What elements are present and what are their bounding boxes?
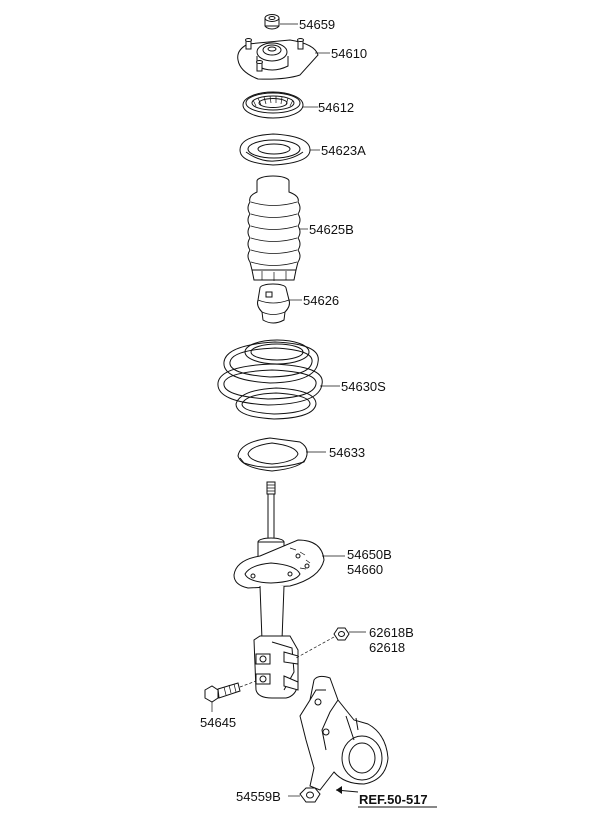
- part-54610-strut-mount: [237, 38, 330, 80]
- label-54650B: 54650B: [347, 547, 392, 562]
- label-54612: 54612: [318, 100, 354, 115]
- label-54610: 54610: [331, 46, 367, 61]
- label-54659: 54659: [299, 17, 335, 32]
- part-62618B-nut: [295, 627, 366, 659]
- steering-knuckle-ref: [299, 675, 389, 791]
- part-54650B-strut: [233, 481, 345, 699]
- part-54630S-coil-spring: [217, 339, 340, 420]
- part-54559B-nut: [288, 787, 321, 803]
- part-54659-nut: [264, 14, 298, 30]
- reference-arrow: [335, 786, 437, 808]
- part-54625B-dust-boot: [247, 175, 308, 281]
- label-54660: 54660: [347, 562, 383, 577]
- part-54633-spring-pad: [237, 437, 326, 472]
- part-54623A-spring-seat: [239, 133, 320, 166]
- label-54625B: 54625B: [309, 222, 354, 237]
- label-54559B: 54559B: [236, 789, 281, 804]
- part-54626-bump-stopper: [257, 283, 302, 324]
- label-62618B: 62618B: [369, 625, 414, 640]
- label-54623A: 54623A: [321, 143, 366, 158]
- part-54612-bearing: [242, 91, 318, 119]
- label-54630S: 54630S: [341, 379, 386, 394]
- label-54633: 54633: [329, 445, 365, 460]
- label-54626: 54626: [303, 293, 339, 308]
- label-reference: REF.50-517: [359, 792, 428, 807]
- label-54645: 54645: [200, 715, 236, 730]
- part-54645-bolt: [204, 680, 257, 712]
- label-62618: 62618: [369, 640, 405, 655]
